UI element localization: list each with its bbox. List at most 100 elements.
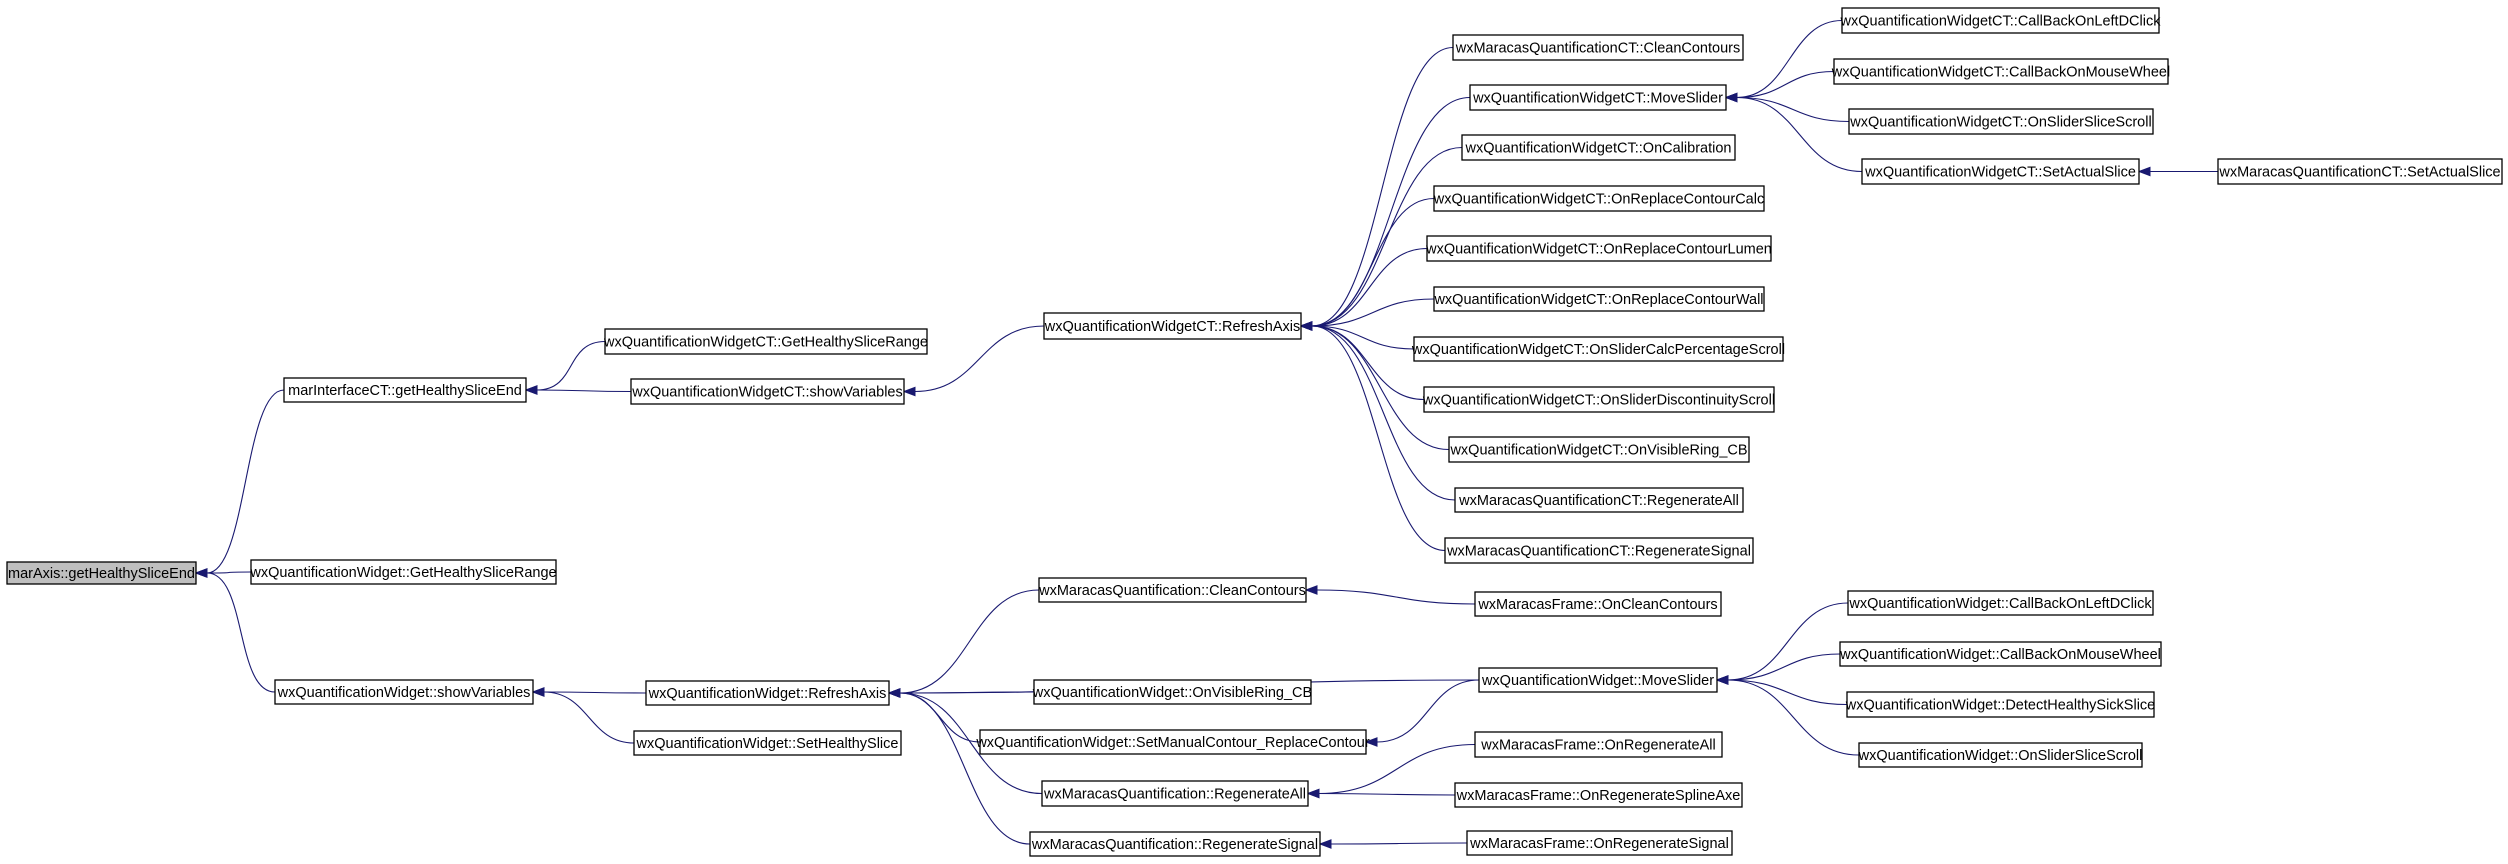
node-wxquantificationwidget-onvisiblering-cb[interactable]: wxQuantificationWidget::OnVisibleRing_CB (1032, 679, 1312, 705)
node-box (1413, 336, 1784, 362)
node-label: wxQuantificationWidgetCT::OnReplaceConto… (1425, 242, 1772, 258)
edge-n20-to-n8 (1736, 96, 1850, 123)
node-wxquantificationwidget-refreshaxis[interactable]: wxQuantificationWidget::RefreshAxis (645, 680, 890, 706)
arrowhead-icon (1724, 92, 1738, 103)
node-wxquantificationwidgetct-gethealthyslicerange[interactable]: wxQuantificationWidgetCT::GetHealthySlic… (603, 328, 928, 355)
node-box (283, 377, 527, 403)
edge-n35-to-n31 (1727, 602, 1849, 681)
node-wxquantificationwidgetct-moveslider[interactable]: wxQuantificationWidgetCT::MoveSlider (1469, 84, 1727, 111)
node-wxmaracasframe-onregeneratesignal[interactable]: wxMaracasFrame::OnRegenerateSignal (1466, 830, 1733, 856)
node-wxquantificationwidget-showvariables[interactable]: wxQuantificationWidget::showVariables (274, 679, 534, 705)
node-wxmaracasquantificationct-regeneratesignal[interactable]: wxMaracasQuantificationCT::RegenerateSig… (1444, 537, 1754, 564)
node-box (1033, 679, 1312, 705)
node-label: wxQuantificationWidgetCT::RefreshAxis (1044, 319, 1300, 335)
node-box (633, 730, 902, 756)
node-label: wxQuantificationWidget::SetManualContour… (975, 735, 1369, 751)
node-box (630, 378, 905, 405)
node-wxquantificationwidgetct-onvisiblering-cb[interactable]: wxQuantificationWidgetCT::OnVisibleRing_… (1448, 436, 1750, 463)
node-wxquantificationwidgetct-showvariables[interactable]: wxQuantificationWidgetCT::showVariables (630, 378, 905, 405)
node-box (604, 328, 928, 355)
node-box (6, 561, 197, 585)
node-label: wxMaracasQuantification::RegenerateAll (1043, 787, 1306, 803)
node-box (1454, 782, 1743, 808)
node-wxquantificationwidgetct-refreshaxis[interactable]: wxQuantificationWidgetCT::RefreshAxis (1043, 312, 1302, 340)
edge-n16-to-n6 (1311, 325, 1456, 501)
arrowhead-icon (1364, 737, 1378, 747)
node-label: wxQuantificationWidget::DetectHealthySic… (1845, 698, 2155, 714)
node-label: wxQuantificationWidget::CallBackOnMouseW… (1839, 647, 2161, 663)
edge-n13-to-n6 (1311, 325, 1415, 350)
node-wxquantificationwidgetct-onreplacecontourlumen[interactable]: wxQuantificationWidgetCT::OnReplaceConto… (1425, 235, 1772, 262)
nodes-layer: marAxis::getHealthySliceEnd marInterfaceC… (6, 7, 2503, 857)
node-box (1861, 158, 2140, 185)
node-wxmaracasquantification-regenerateall[interactable]: wxMaracasQuantification::RegenerateAll (1041, 780, 1309, 807)
node-label: wxQuantificationWidget::RefreshAxis (648, 686, 887, 702)
node-wxmaracasquantificationct-regenerateall[interactable]: wxMaracasQuantificationCT::RegenerateAll (1454, 487, 1744, 513)
edge-n12-to-n6 (1311, 298, 1435, 327)
node-wxquantificationwidget-gethealthyslicerange[interactable]: wxQuantificationWidget::GetHealthySliceR… (249, 559, 557, 585)
edge-n26-to-n23 (899, 691, 1035, 694)
node-box (1452, 34, 1744, 61)
node-wxquantificationwidget-onsliderslicescroll[interactable]: wxQuantificationWidget::OnSliderSliceScr… (1858, 742, 2143, 768)
node-wxmaracasquantificationct-cleancontours[interactable]: wxMaracasQuantificationCT::CleanContours (1452, 34, 1744, 61)
node-box (1423, 386, 1775, 413)
edge-n6-to-n5 (914, 325, 1045, 393)
edge-n4-to-n1 (536, 340, 606, 391)
arrowhead-icon (531, 687, 545, 697)
node-box (1454, 487, 1744, 513)
node-wxquantificationwidget-moveslider[interactable]: wxQuantificationWidget::MoveSlider (1478, 667, 1718, 693)
node-wxquantificationwidget-setmanualcontour-replacecontour[interactable]: wxQuantificationWidget::SetManualContour… (975, 729, 1370, 755)
node-wxmaracasframe-oncleancontours[interactable]: wxMaracasFrame::OnCleanContours (1474, 591, 1722, 617)
node-label: wxQuantificationWidget::OnVisibleRing_CB (1032, 685, 1312, 701)
node-wxquantificationwidget-callbackonleftdclick[interactable]: wxQuantificationWidget::CallBackOnLeftDC… (1847, 590, 2154, 616)
node-label: wxQuantificationWidgetCT::OnSliderSliceS… (1849, 115, 2151, 131)
node-box (1461, 134, 1736, 161)
node-wxmaracasquantification-cleancontours[interactable]: wxMaracasQuantification::CleanContours (1038, 577, 1307, 603)
node-wxquantificationwidgetct-onreplacecontourwall[interactable]: wxQuantificationWidgetCT::OnReplaceConto… (1433, 286, 1765, 312)
node-wxquantificationwidgetct-oncalibration[interactable]: wxQuantificationWidgetCT::OnCalibration (1461, 134, 1736, 161)
edge-n5-to-n1 (536, 389, 632, 393)
node-label: wxMaracasFrame::OnRegenerateSignal (1469, 836, 1729, 852)
node-box (1469, 84, 1727, 111)
node-wxmaracasquantificationct-setactualslice[interactable]: wxMaracasQuantificationCT::SetActualSlic… (2217, 158, 2503, 185)
edge-n31-to-n27 (1376, 679, 1480, 743)
node-wxmaracasquantification-regeneratesignal[interactable]: wxMaracasQuantification::RegenerateSigna… (1029, 831, 1321, 857)
node-wxquantificationwidgetct-callbackonleftdclick[interactable]: wxQuantificationWidgetCT::CallBackOnLeft… (1840, 7, 2162, 34)
node-box (1846, 691, 2155, 718)
edge-n32-to-n28 (1318, 743, 1476, 795)
node-label: wxMaracasQuantificationCT::CleanContours (1455, 41, 1741, 57)
node-wxquantificationwidgetct-onsliderslicescroll[interactable]: wxQuantificationWidgetCT::OnSliderSliceS… (1848, 108, 2154, 135)
edge-n27-to-n23 (899, 692, 981, 743)
node-wxquantificationwidgetct-onreplacecontourcalc[interactable]: wxQuantificationWidgetCT::OnReplaceConto… (1433, 185, 1765, 212)
edge-n29-to-n23 (899, 692, 1031, 845)
node-wxquantificationwidgetct-setactualslice[interactable]: wxQuantificationWidgetCT::SetActualSlice (1861, 158, 2140, 185)
edge-n28-to-n23 (899, 692, 1043, 795)
node-wxquantificationwidget-callbackonmousewheel[interactable]: wxQuantificationWidget::CallBackOnMouseW… (1839, 641, 2162, 667)
node-box (1474, 731, 1723, 758)
edge-n24-to-n3 (543, 691, 635, 744)
node-box (274, 679, 534, 705)
node-wxmaracasframe-onregenerateall[interactable]: wxMaracasFrame::OnRegenerateAll (1474, 731, 1723, 758)
node-wxquantificationwidgetct-callbackonmousewheel[interactable]: wxQuantificationWidgetCT::CallBackOnMous… (1831, 58, 2170, 85)
edge-n36-to-n31 (1727, 653, 1841, 681)
arrowhead-icon (1306, 788, 1320, 799)
node-label: wxQuantificationWidgetCT::CallBackOnMous… (1831, 65, 2170, 81)
node-wxquantificationwidgetct-onslidercalcpercentagescroll[interactable]: wxQuantificationWidgetCT::OnSliderCalcPe… (1411, 336, 1785, 362)
node-wxquantificationwidgetct-onsliderdiscontinuityscroll[interactable]: wxQuantificationWidgetCT::OnSliderDiscon… (1422, 386, 1775, 413)
node-label: wxQuantificationWidgetCT::OnReplaceConto… (1433, 292, 1763, 308)
node-label: wxMaracasQuantificationCT::SetActualSlic… (2218, 165, 2500, 181)
node-label: wxQuantificationWidgetCT::OnVisibleRing_… (1449, 443, 1747, 459)
node-wxquantificationwidget-detecthealthysickslice[interactable]: wxQuantificationWidget::DetectHealthySic… (1845, 691, 2155, 718)
node-label: wxQuantificationWidget::OnSliderSliceScr… (1858, 748, 2143, 764)
edge-n18-to-n8 (1736, 19, 1843, 99)
edge-n34-to-n29 (1330, 842, 1468, 845)
node-wxquantificationwidget-sethealthyslice[interactable]: wxQuantificationWidget::SetHealthySlice (633, 730, 902, 756)
arrowhead-icon (1299, 321, 1313, 331)
node-box (1833, 58, 2169, 85)
node-wxmaracasframe-onregeneratesplineaxe[interactable]: wxMaracasFrame::OnRegenerateSplineAxe (1454, 782, 1743, 808)
node-maraxis-gethealthysliceend[interactable]: marAxis::getHealthySliceEnd (6, 561, 197, 585)
node-box (1841, 7, 2160, 34)
node-label: wxQuantificationWidget::GetHealthySliceR… (249, 565, 556, 581)
node-marinterfacect-gethealthysliceend[interactable]: marInterfaceCT::getHealthySliceEnd (283, 377, 527, 403)
